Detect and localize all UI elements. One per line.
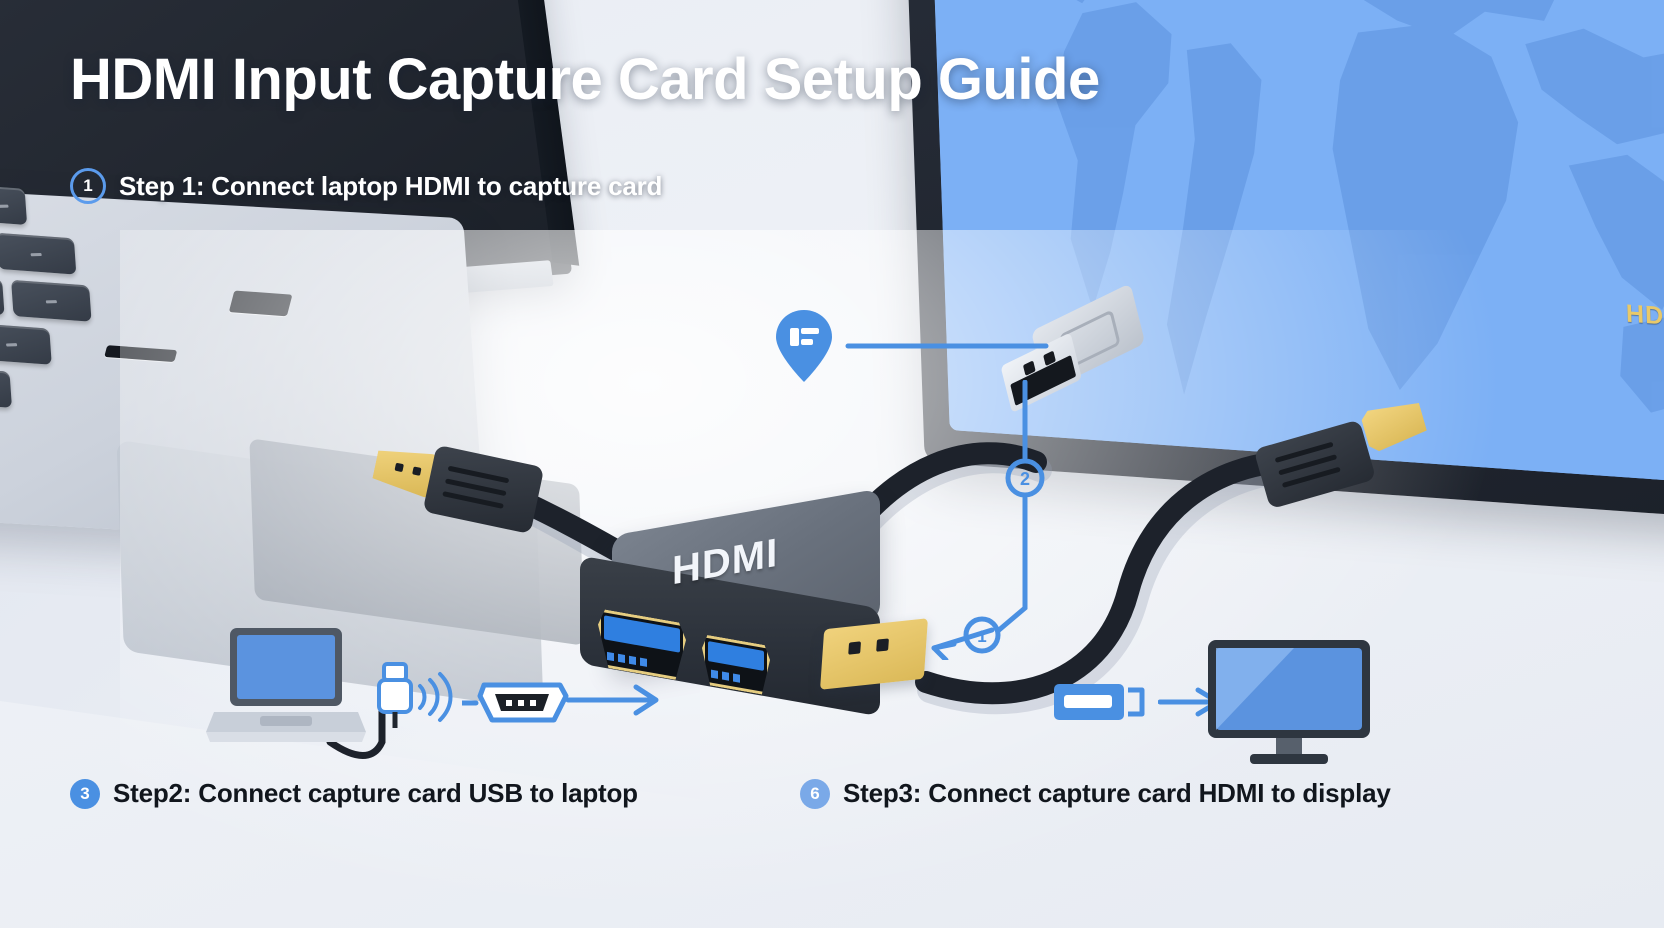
monitor-icon [1208, 640, 1370, 764]
route-marker-1-text: 1 [977, 627, 986, 646]
step-1-badge: 1 [70, 168, 106, 204]
step-2-badge: 3 [70, 778, 100, 809]
usb-plug-icon [377, 662, 453, 728]
step-3-badge: 6 [800, 778, 830, 809]
arrow-left-icon [931, 627, 995, 660]
usb-pin-marker [776, 310, 1049, 382]
laptop-icon [206, 628, 366, 742]
page-title: HDMI Input Capture Card Setup Guide [70, 47, 1100, 112]
step-1-caption: 1 Step 1: Connect laptop HDMI to capture… [70, 168, 662, 204]
step-1-label: Step 1: Connect laptop HDMI to capture c… [119, 170, 663, 201]
usb-route-guide: 2 1 [963, 380, 1045, 654]
laptop-usbc-port [228, 290, 293, 317]
step-3-caption: 6 Step3: Connect capture card HDMI to di… [800, 778, 1391, 809]
hdmi-port-icon [462, 682, 569, 723]
route-marker-2-text: 2 [1020, 469, 1030, 489]
step-2-caption: 3 Step2: Connect capture card USB to lap… [70, 778, 638, 809]
step-3-label: Step3: Connect capture card HDMI to disp… [843, 778, 1391, 808]
step-2-label: Step2: Connect capture card USB to lapto… [113, 778, 638, 808]
arrow-right-icon [566, 684, 659, 716]
capture-card-usb-plug [820, 618, 928, 690]
laptop-port-strip [89, 256, 397, 399]
laptop-sd-slot [104, 345, 178, 363]
connector-icon [1054, 684, 1145, 720]
monitor-hdmi-label: HDMI [1625, 299, 1664, 333]
